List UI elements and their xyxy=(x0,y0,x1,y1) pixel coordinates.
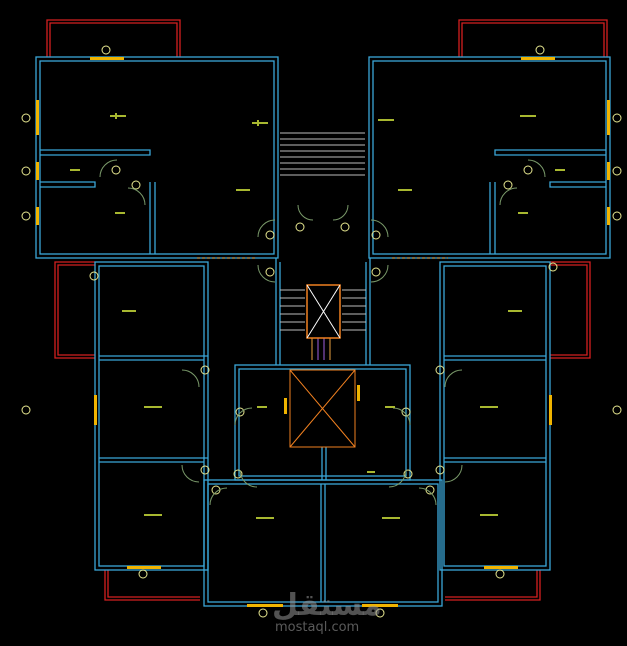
elevator xyxy=(289,284,356,448)
watermark-url: mostaql.com xyxy=(275,620,360,635)
walls xyxy=(35,56,611,607)
door-swings xyxy=(99,159,546,506)
door-tags xyxy=(21,45,622,618)
balconies xyxy=(46,19,608,601)
watermark-arabic: مستقل xyxy=(272,588,382,623)
windows xyxy=(36,57,610,607)
stairs xyxy=(280,132,366,360)
room-labels xyxy=(70,113,565,519)
